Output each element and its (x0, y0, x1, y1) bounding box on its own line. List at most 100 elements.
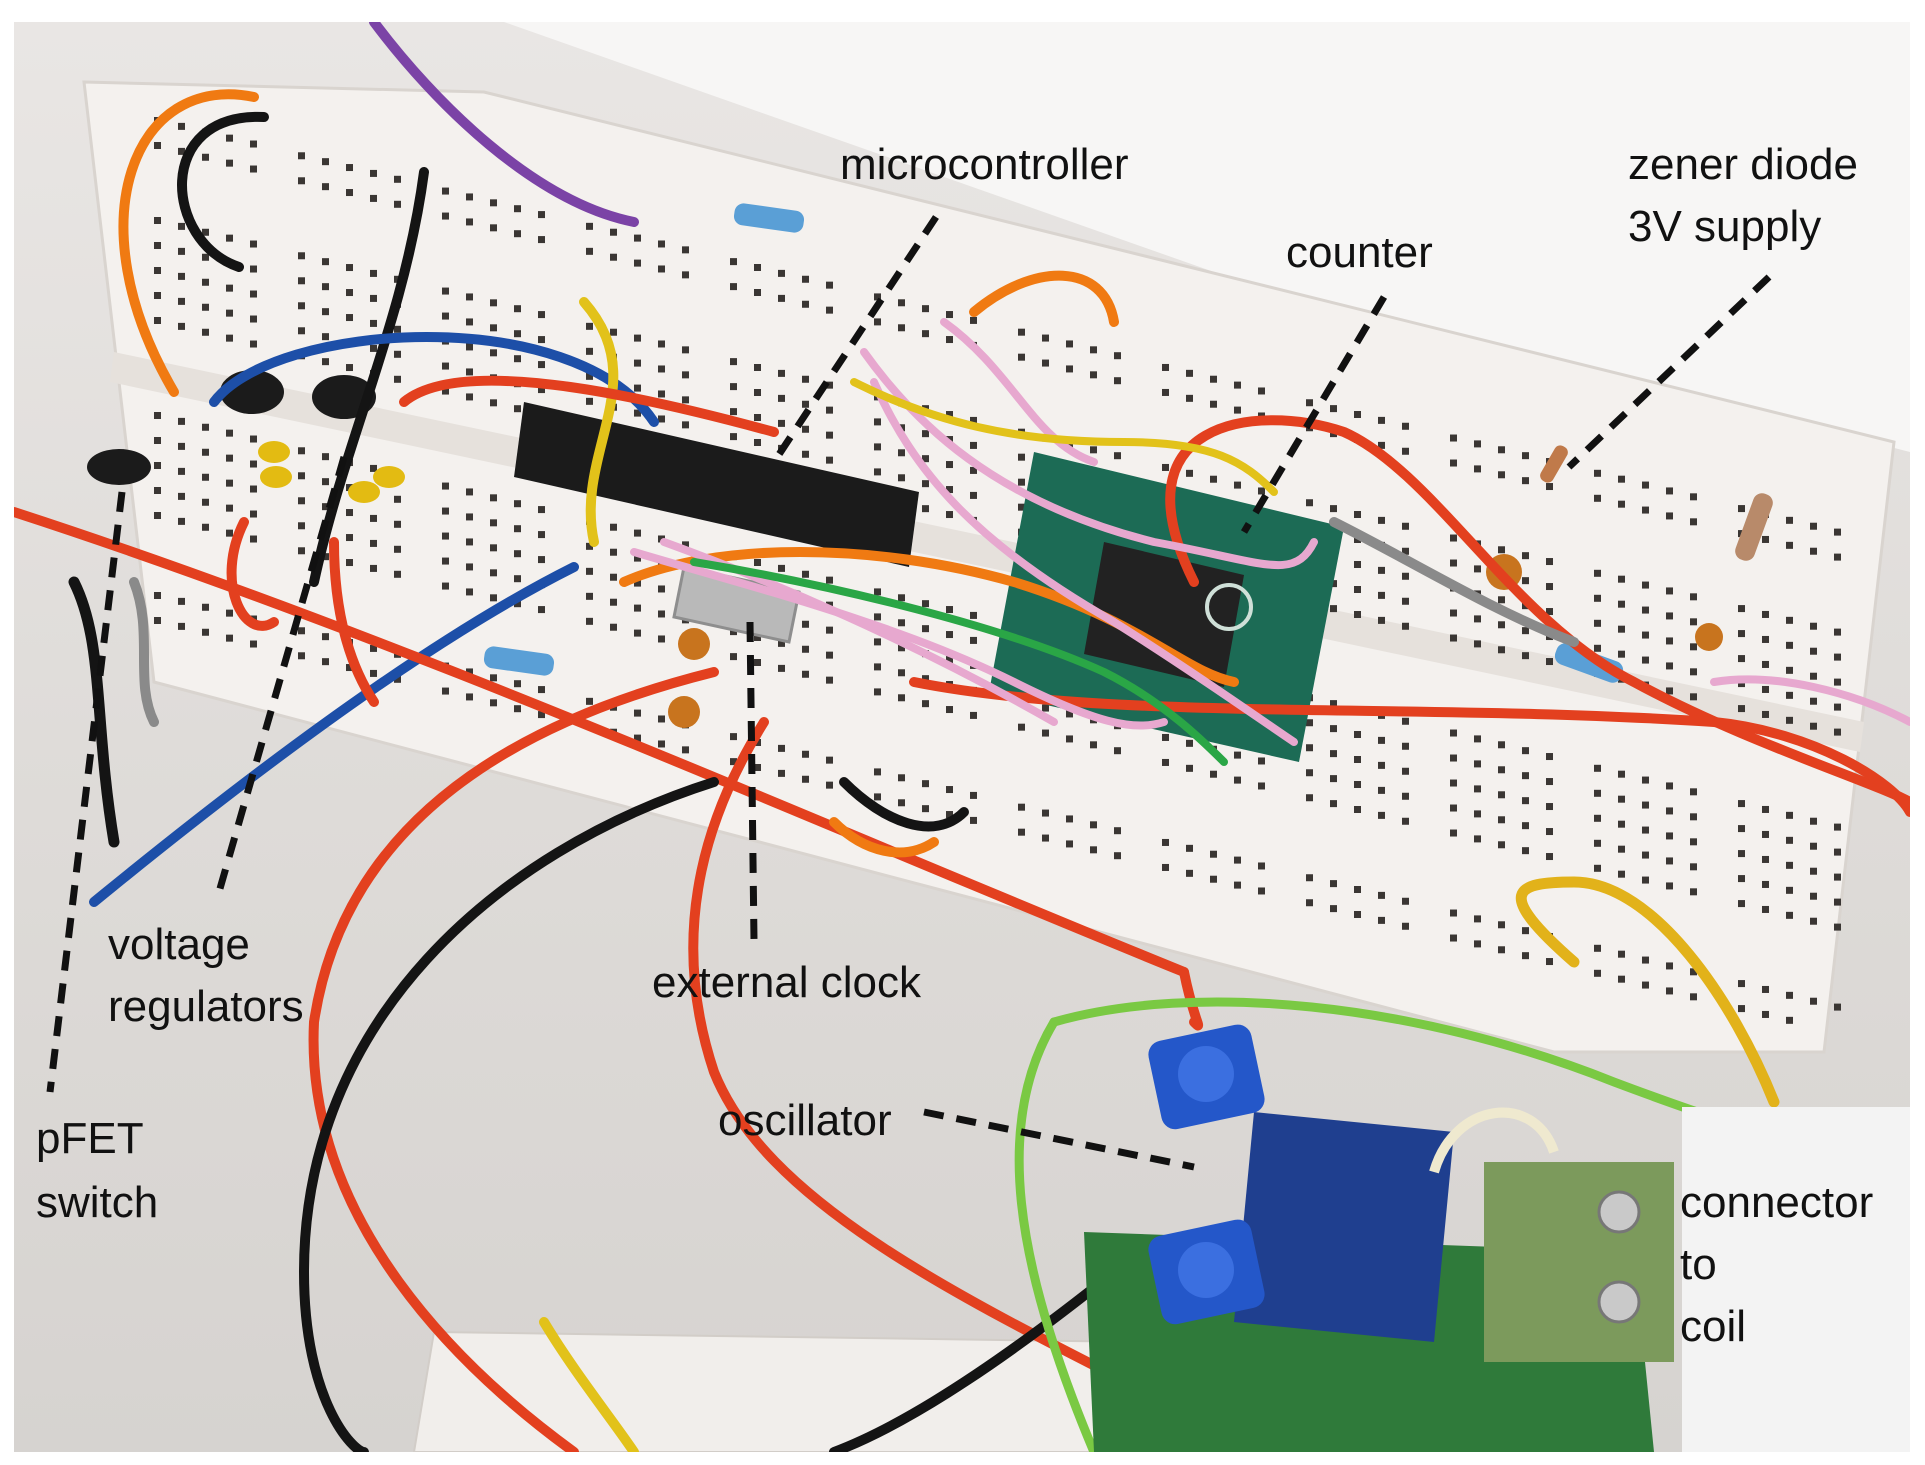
breadboard-hole (874, 318, 881, 326)
breadboard-hole (1162, 733, 1169, 741)
breadboard-hole (370, 644, 377, 652)
breadboard-hole (1618, 500, 1625, 508)
breadboard-hole (754, 764, 761, 771)
breadboard-hole (178, 147, 185, 155)
breadboard-hole (946, 786, 953, 794)
breadboard-hole (610, 523, 617, 531)
breadboard-hole (802, 775, 809, 783)
breadboard-hole (1450, 934, 1457, 942)
breadboard-hole (1042, 809, 1049, 817)
breadboard-hole (394, 675, 401, 683)
breadboard-hole (1114, 452, 1121, 460)
breadboard-hole (634, 234, 641, 242)
breadboard-hole (370, 269, 377, 277)
breadboard-hole (946, 411, 953, 419)
breadboard-hole (322, 183, 329, 191)
breadboard-hole (1642, 631, 1649, 639)
breadboard-hole (466, 218, 473, 226)
breadboard-hole (1378, 441, 1385, 449)
breadboard-hole (322, 283, 329, 291)
breadboard-hole (802, 670, 809, 678)
breadboard-hole (1594, 644, 1601, 652)
breadboard-hole (154, 487, 161, 494)
breadboard-hole (1498, 791, 1505, 799)
breadboard-hole (154, 267, 161, 274)
breadboard-hole (1354, 911, 1361, 918)
breadboard-hole (1018, 478, 1025, 486)
breadboard-hole (1210, 875, 1217, 883)
breadboard-hole (1642, 981, 1649, 989)
breadboard-hole (610, 573, 617, 581)
breadboard-hole (898, 299, 905, 307)
breadboard-hole (202, 498, 209, 506)
breadboard-hole (1522, 952, 1529, 960)
breadboard-hole (1402, 897, 1409, 905)
breadboard-hole (1594, 764, 1601, 772)
breadboard-hole (1762, 635, 1769, 643)
breadboard-hole (442, 507, 449, 515)
breadboard-hole (1546, 608, 1553, 616)
breadboard-hole (1594, 494, 1601, 502)
breadboard-hole (970, 416, 977, 424)
breadboard-hole (1738, 630, 1745, 638)
breadboard-hole (802, 400, 809, 408)
breadboard-hole (1642, 656, 1649, 664)
breadboard-hole (1618, 845, 1625, 853)
breadboard-hole (1642, 481, 1649, 489)
breadboard-hole (490, 544, 497, 552)
breadboard-hole (1666, 807, 1673, 815)
breadboard-hole (1066, 710, 1073, 718)
label-3v-supply: 3V supply (1628, 202, 1822, 251)
breadboard-hole (826, 431, 833, 439)
breadboard-hole (682, 371, 689, 379)
breadboard-hole (1546, 753, 1553, 761)
breadboard-hole (490, 699, 497, 707)
breadboard-hole (1450, 534, 1457, 542)
breadboard-hole (1354, 806, 1361, 813)
label-regulators: regulators (108, 982, 304, 1031)
breadboard-hole (1330, 700, 1337, 708)
breadboard-hole (250, 460, 257, 468)
breadboard-hole (1018, 353, 1025, 361)
breadboard-hole (1522, 747, 1529, 755)
breadboard-hole (1786, 616, 1793, 624)
breadboard-hole (1306, 769, 1313, 777)
breadboard-hole (1642, 956, 1649, 964)
label-voltage: voltage (108, 920, 250, 969)
breadboard-hole (226, 479, 233, 487)
breadboard-hole (442, 687, 449, 695)
breadboard-hole (1090, 446, 1097, 454)
breadboard-hole (1090, 846, 1097, 854)
breadboard-hole (1258, 862, 1265, 870)
breadboard-hole (1018, 453, 1025, 461)
leader-external-clock (746, 621, 758, 941)
breadboard-hole (1618, 600, 1625, 608)
breadboard-hole (1786, 666, 1793, 674)
breadboard-hole (1834, 728, 1841, 736)
breadboard-hole (1738, 900, 1745, 908)
breadboard-hole (1402, 717, 1409, 725)
breadboard-hole (1642, 851, 1649, 859)
breadboard-hole (1786, 516, 1793, 524)
breadboard-hole (1402, 767, 1409, 775)
breadboard-hole (1666, 487, 1673, 495)
breadboard-hole (1402, 817, 1409, 825)
breadboard-hole (442, 557, 449, 565)
terminal-block (1484, 1162, 1674, 1362)
breadboard-hole (514, 500, 521, 508)
breadboard-hole (202, 423, 209, 431)
breadboard-hole (898, 449, 905, 457)
breadboard-hole (610, 598, 617, 606)
breadboard-hole (826, 381, 833, 389)
breadboard-hole (1474, 440, 1481, 448)
breadboard-hole (586, 542, 593, 550)
breadboard-hole (1114, 352, 1121, 360)
breadboard-hole (1762, 905, 1769, 913)
breadboard-hole (370, 319, 377, 327)
breadboard-hole (1378, 616, 1385, 624)
breadboard-hole (730, 758, 737, 766)
breadboard-hole (1306, 399, 1313, 407)
breadboard-hole (226, 529, 233, 537)
breadboard-hole (1474, 835, 1481, 843)
breadboard-hole (514, 600, 521, 608)
